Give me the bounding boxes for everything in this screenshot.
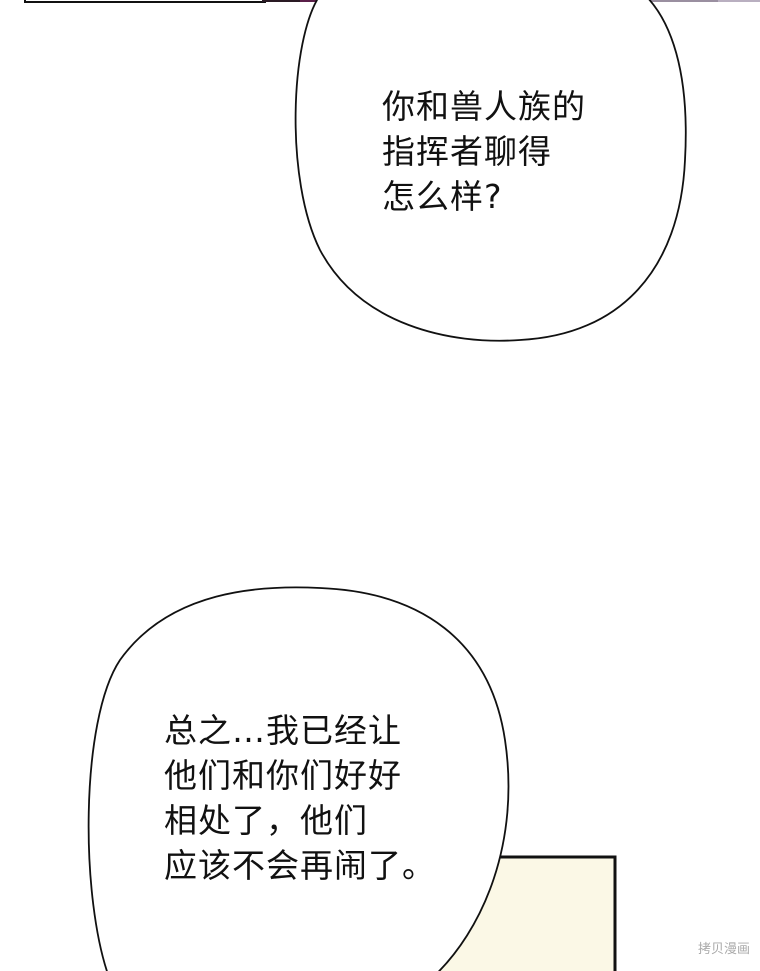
bubble-2-line: 应该不会再闹了。 (164, 846, 436, 885)
bubble-1-text: 你和兽人族的 指挥者聊得 怎么样? (382, 84, 586, 219)
speech-bubble-1 (294, 0, 687, 342)
bubble-1-line: 怎么样? (382, 177, 503, 216)
bubble-2-text: 总之…我已经让 他们和你们好好 相处了，他们 应该不会再闹了。 (164, 708, 436, 888)
bubble-2-line: 他们和你们好好 (164, 756, 402, 795)
watermark: 拷贝漫画 (697, 942, 750, 957)
bubble-2-line: 总之…我已经让 (164, 711, 402, 750)
bubble-2-line: 相处了，他们 (164, 801, 368, 840)
bubble-1-line: 指挥者聊得 (382, 132, 552, 171)
speech-bubble-2 (87, 586, 510, 971)
bubble-1-line: 你和兽人族的 (382, 87, 586, 126)
